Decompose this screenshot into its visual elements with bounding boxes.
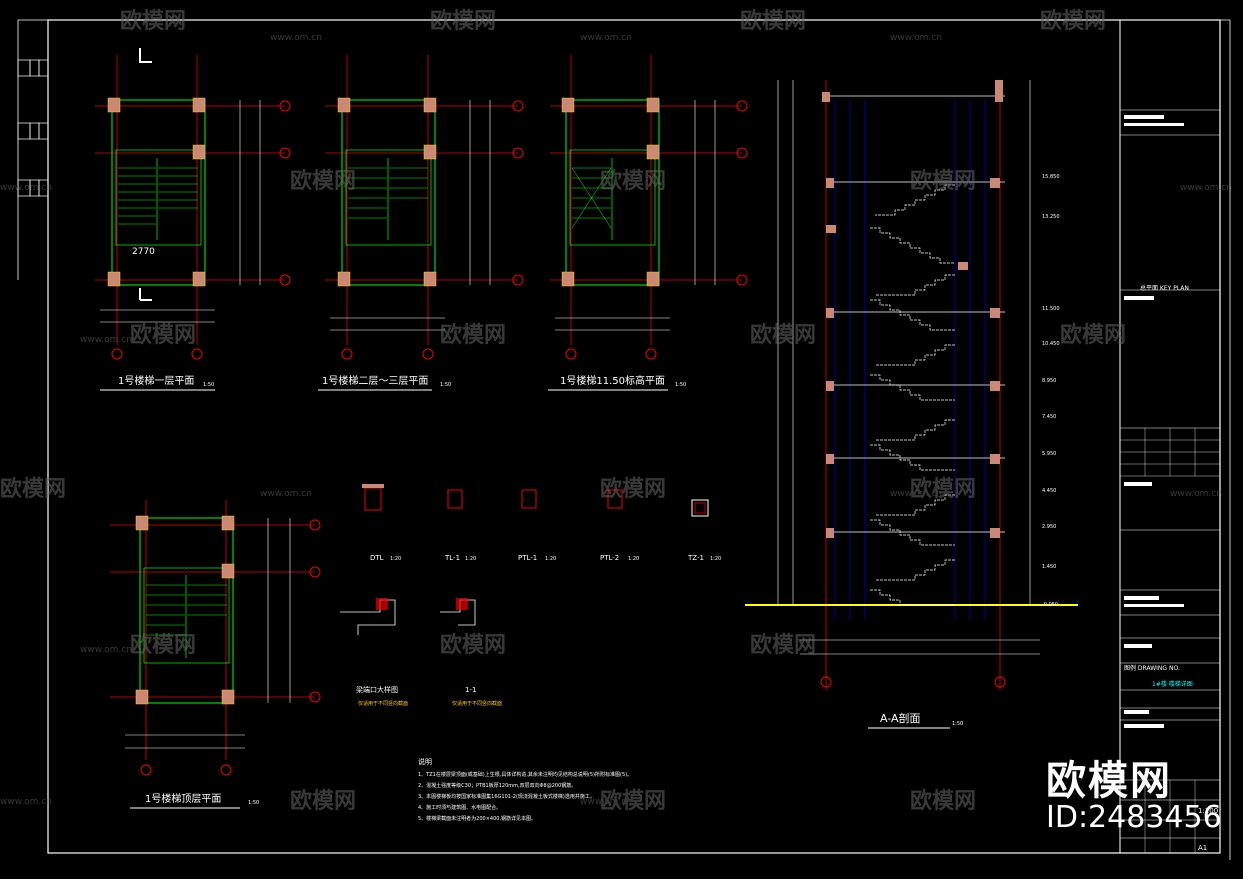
beam-details [340, 484, 709, 635]
detail-scale-ptl2: 1:20 [628, 556, 639, 562]
elev-0: -0.050 [1042, 602, 1058, 608]
detail-label-1-1: 1-1 [465, 686, 476, 694]
key-plan-label: 总平面 KEY PLAN [1140, 284, 1189, 292]
watermark-17: 欧模网 [750, 632, 816, 658]
section-a-a [745, 80, 1078, 690]
plan-2-scale: 1:50 [440, 382, 451, 388]
detail-label-ptl2: PTL-2 [600, 554, 619, 562]
detail-scale-tl1: 1:20 [465, 556, 476, 562]
plan-2-title: 1号楼梯二层～三层平面 [322, 374, 428, 387]
watermark-4: 欧模网 [1040, 8, 1106, 34]
watermark-url-6: www.om.cn [80, 335, 132, 345]
detail-labels: DTL TL-1 PTL-1 PTL-2 TZ-1 1:20 1:20 1:20… [356, 554, 721, 707]
watermark-url-3: www.om.cn [890, 33, 942, 43]
watermark-url-1: www.om.cn [270, 33, 322, 43]
detail-label-dtl: DTL [370, 554, 384, 562]
watermark-3: 欧模网 [740, 8, 806, 34]
watermark-url-11: www.om.cn [0, 797, 52, 807]
elev-5: 7.450 [1042, 414, 1056, 420]
detail-label-ptl1: PTL-1 [518, 554, 537, 562]
detail-scale-ptl1: 1:20 [545, 556, 556, 562]
watermark-12: 欧模网 [0, 476, 66, 502]
elev-1: 1.450 [1042, 564, 1056, 570]
detail-label-tl1: TL-1 [444, 554, 460, 562]
notes-line-3: 3、本图楼梯板均按国家标准图集16G101-2(现浇混凝土板式楼梯)选用并施工。 [418, 793, 595, 800]
watermark-1: 欧模网 [120, 8, 186, 34]
elev-6: 8.950 [1042, 378, 1056, 384]
watermark-10: 欧模网 [750, 322, 816, 348]
watermark-5: 欧模网 [290, 168, 356, 194]
watermark-14: 欧模网 [910, 476, 976, 502]
watermark-id: ID:2483456 [1046, 800, 1222, 835]
plan-1-floor-stair: 2770 [95, 48, 291, 360]
watermark-url-7: www.om.cn [260, 489, 312, 499]
watermark-layer: 欧模网 欧模网 欧模网 欧模网 欧模网 欧模网 欧模网 欧模网 欧模网 欧模网 … [0, 8, 1232, 814]
plan-3-title: 1号楼梯11.50标高平面 [560, 374, 665, 387]
notes-heading: 说明 [418, 757, 432, 766]
watermark-15: 欧模网 [130, 632, 196, 658]
elev-4: 5.950 [1042, 451, 1056, 457]
watermark-url-4: www.om.cn [0, 183, 52, 193]
detail-scale-tz1: 1:20 [710, 556, 721, 562]
notes-line-5: 5、楼梯梁截面未注明者为200×400,钢筋详见本图。 [418, 815, 536, 822]
section-title: A-A剖面 [880, 711, 921, 725]
watermark-11: 欧模网 [1060, 322, 1126, 348]
elev-3: 4.450 [1042, 488, 1056, 494]
notes-line-4: 4、施工时须与建筑图、水电图配合。 [418, 804, 501, 811]
plan-top-floor-stair [110, 500, 321, 776]
watermark-url-2: www.om.cn [580, 33, 632, 43]
drawing-scale: 1:100 [1198, 807, 1218, 815]
watermark-7: 欧模网 [910, 168, 976, 194]
detail-note-2: 仅适用于不同竖向截面 [452, 700, 502, 707]
watermark-logo: 欧模网 [1046, 758, 1172, 804]
elev-2: 2.950 [1042, 524, 1056, 530]
elevation-labels: -0.050 1.450 2.950 4.450 5.950 7.450 8.9… [1042, 174, 1060, 608]
plan-2-3-floor-stair [325, 55, 524, 360]
drawing-name: 1#楼 楼梯详图 [1152, 680, 1193, 688]
elev-8: 11.500 [1042, 306, 1060, 312]
detail-label-tz1: TZ-1 [687, 554, 704, 562]
drawing-frame [47, 19, 1221, 854]
watermark-18: 欧模网 [290, 788, 356, 814]
section-scale: 1:50 [952, 721, 963, 727]
plan-1-scale: 1:50 [203, 382, 214, 388]
svg-text:2770: 2770 [132, 247, 155, 257]
sheet-size: A1 [1198, 844, 1207, 852]
notes-line-1: 1、TZ1在楼层梁顶面(或基础)上生根,具体详构造,其余未注明均见结构总说明(5… [418, 771, 632, 778]
watermark-20: 欧模网 [910, 788, 976, 814]
project-info-label: 图例 DRAWING NO. [1124, 664, 1180, 672]
elev-9: 13.250 [1042, 214, 1060, 220]
watermark-url-9: www.om.cn [890, 489, 942, 499]
watermark-url-10: www.om.cn [80, 645, 132, 655]
watermark-url-5: www.om.cn [1180, 183, 1232, 193]
elev-10: 15.850 [1042, 174, 1060, 180]
elev-7: 10.450 [1042, 341, 1060, 347]
plan-3-scale: 1:50 [675, 382, 686, 388]
detail-note-1: 仅适用于不同竖向截面 [358, 700, 408, 707]
detail-scale-dtl: 1:20 [390, 556, 401, 562]
watermark-8: 欧模网 [130, 322, 196, 348]
plan-top-title: 1号楼梯顶层平面 [145, 792, 221, 805]
plan-1-title: 1号楼梯一层平面 [118, 374, 194, 387]
watermark-url-8: www.om.cn [1170, 489, 1222, 499]
watermark-19: 欧模网 [600, 788, 666, 814]
binding-strip [17, 59, 49, 197]
watermark-9: 欧模网 [440, 322, 506, 348]
watermark-2: 欧模网 [430, 8, 496, 34]
plan-top-scale: 1:50 [248, 800, 259, 806]
notes-line-2: 2、混凝土强度等级C30；PTB1板厚120mm,双层双向Φ8@200钢筋。 [418, 782, 576, 789]
watermark-url-12: www.om.cn [580, 797, 632, 807]
title-block [1119, 20, 1220, 853]
plan-11-50-stair [550, 55, 748, 360]
watermark-6: 欧模网 [600, 168, 666, 194]
watermark-13: 欧模网 [600, 476, 666, 502]
detail-label-beam-end: 梁端口大样图 [356, 685, 398, 694]
watermark-16: 欧模网 [440, 632, 506, 658]
